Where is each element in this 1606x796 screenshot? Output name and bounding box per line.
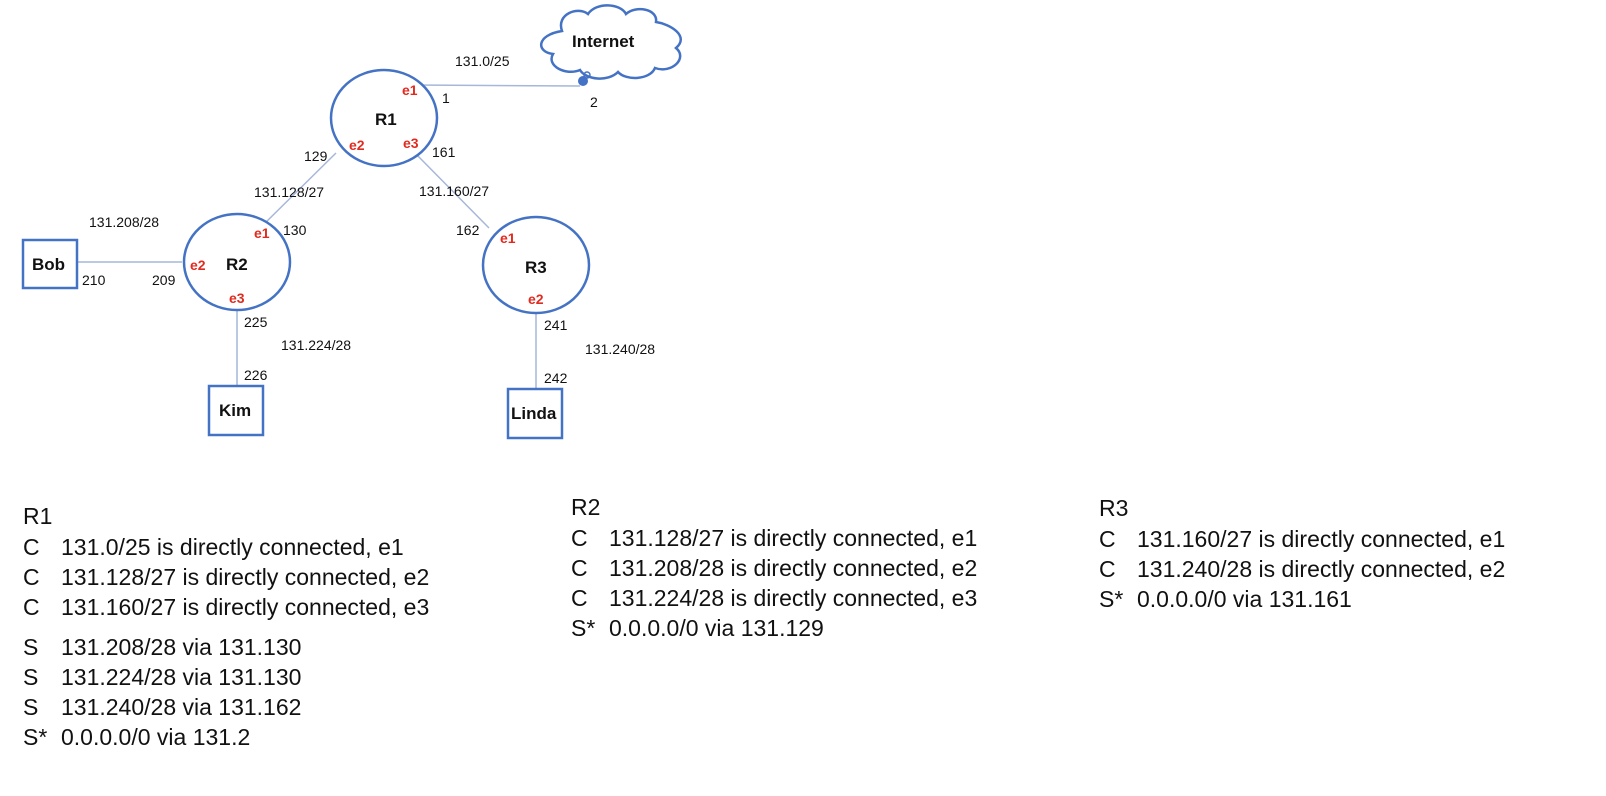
route-code: C <box>23 594 40 620</box>
link-r1-internet <box>412 84 581 87</box>
route-entry: 131.208/28 via 131.130 <box>61 634 302 660</box>
route-entry: 131.128/27 is directly connected, e1 <box>609 525 978 551</box>
route-row: S 131.208/28 via 131.130 <box>23 632 429 662</box>
addr-bob: 210 <box>82 272 106 288</box>
route-row: S* 0.0.0.0/0 via 131.2 <box>23 722 429 752</box>
route-entry: 131.224/28 via 131.130 <box>61 664 302 690</box>
route-row: C 131.160/27 is directly connected, e1 <box>1099 524 1505 554</box>
internet-cloud-icon <box>540 4 682 86</box>
router-r1 <box>329 68 439 168</box>
addr-internet: 2 <box>590 94 598 110</box>
route-entry: 131.128/27 is directly connected, e2 <box>61 564 430 590</box>
route-row: C 131.224/28 is directly connected, e3 <box>571 583 977 613</box>
network-diagram: Internet R1 e1 e2 e3 R2 e1 e2 e3 R3 e1 e… <box>21 4 682 440</box>
route-entry: 131.240/28 is directly connected, e2 <box>1137 556 1506 582</box>
routing-table-r1: R1 C 131.0/25 is directly connected, e1 C… <box>23 501 429 752</box>
router-r3 <box>481 215 591 315</box>
route-row: C 131.208/28 is directly connected, e2 <box>571 553 977 583</box>
route-code: S <box>23 664 39 690</box>
route-row: S 131.224/28 via 131.130 <box>23 662 429 692</box>
route-code: C <box>1099 556 1116 582</box>
route-entry: 131.240/28 via 131.162 <box>61 694 302 720</box>
addr-r3-e1: 162 <box>456 222 480 238</box>
routing-table-r3-title: R3 <box>1099 495 1129 521</box>
internet-label: Internet <box>572 32 635 51</box>
subnet-bob-link: 131.208/28 <box>89 214 159 230</box>
subnet-linda-link: 131.240/28 <box>585 341 655 357</box>
r2-interface-e2: e2 <box>190 257 206 273</box>
route-row: C 131.128/27 is directly connected, e2 <box>23 562 429 592</box>
host-bob-label: Bob <box>32 255 65 274</box>
route-row: S* 0.0.0.0/0 via 131.161 <box>1099 584 1505 614</box>
route-code: S <box>23 634 39 660</box>
route-row: C 131.128/27 is directly connected, e1 <box>571 523 977 553</box>
route-entry: 131.160/27 is directly connected, e1 <box>1137 526 1506 552</box>
subnet-r1-r2: 131.128/27 <box>254 184 324 200</box>
routing-table-r2: R2 C 131.128/27 is directly connected, e1… <box>571 492 977 643</box>
route-code: C <box>571 555 588 581</box>
r1-interface-e1: e1 <box>402 82 418 98</box>
route-row: C 131.0/25 is directly connected, e1 <box>23 532 429 562</box>
r1-interface-e3: e3 <box>403 135 419 151</box>
route-entry: 131.160/27 is directly connected, e3 <box>61 594 430 620</box>
route-entry: 0.0.0.0/0 via 131.129 <box>609 615 824 641</box>
addr-kim: 226 <box>244 367 268 383</box>
r2-interface-e3: e3 <box>229 290 245 306</box>
addr-r1-e1: 1 <box>442 90 450 106</box>
r3-interface-e2: e2 <box>528 291 544 307</box>
addr-r2-e3: 225 <box>244 314 268 330</box>
host-linda-label: Linda <box>511 404 557 423</box>
route-entry: 131.224/28 is directly connected, e3 <box>609 585 978 611</box>
route-code: C <box>571 585 588 611</box>
router-r3-label: R3 <box>525 258 547 277</box>
route-row: C 131.240/28 is directly connected, e2 <box>1099 554 1505 584</box>
addr-r1-e2: 129 <box>304 148 328 164</box>
host-kim-label: Kim <box>219 401 251 420</box>
addr-r1-e3: 161 <box>432 144 456 160</box>
router-r2 <box>182 212 292 312</box>
routing-table-r1-title: R1 <box>23 503 53 529</box>
r3-interface-e1: e1 <box>500 230 516 246</box>
route-row: S 131.240/28 via 131.162 <box>23 692 429 722</box>
addr-r2-e2: 209 <box>152 272 176 288</box>
router-r1-label: R1 <box>375 110 397 129</box>
route-entry: 131.208/28 is directly connected, e2 <box>609 555 978 581</box>
link-r1-r2 <box>261 152 337 227</box>
subnet-kim-link: 131.224/28 <box>281 337 351 353</box>
router-r2-label: R2 <box>226 255 248 274</box>
host-linda <box>506 387 564 440</box>
routing-table-r3: R3 C 131.160/27 is directly connected, e1… <box>1099 493 1505 614</box>
route-code: S* <box>1099 586 1124 612</box>
link-r1-r3 <box>414 152 490 229</box>
addr-r3-e2: 241 <box>544 317 568 333</box>
route-row: S* 0.0.0.0/0 via 131.129 <box>571 613 977 643</box>
route-code: C <box>571 525 588 551</box>
route-row: C 131.160/27 is directly connected, e3 <box>23 592 429 622</box>
route-entry: 0.0.0.0/0 via 131.161 <box>1137 586 1352 612</box>
addr-linda: 242 <box>544 370 568 386</box>
routing-table-r2-title: R2 <box>571 494 601 520</box>
route-code: C <box>1099 526 1116 552</box>
route-group-gap <box>23 622 429 632</box>
subnet-r1-r3: 131.160/27 <box>419 183 489 199</box>
addr-r2-e1: 130 <box>283 222 307 238</box>
subnet-internet-link: 131.0/25 <box>455 53 510 69</box>
route-code: C <box>23 564 40 590</box>
route-entry: 0.0.0.0/0 via 131.2 <box>61 724 251 750</box>
route-code: C <box>23 534 40 560</box>
host-kim <box>207 384 265 437</box>
route-code: S* <box>571 615 596 641</box>
route-code: S <box>23 694 39 720</box>
host-bob <box>21 238 79 290</box>
r2-interface-e1: e1 <box>254 225 270 241</box>
route-code: S* <box>23 724 48 750</box>
r1-interface-e2: e2 <box>349 137 365 153</box>
route-entry: 131.0/25 is directly connected, e1 <box>61 534 404 560</box>
